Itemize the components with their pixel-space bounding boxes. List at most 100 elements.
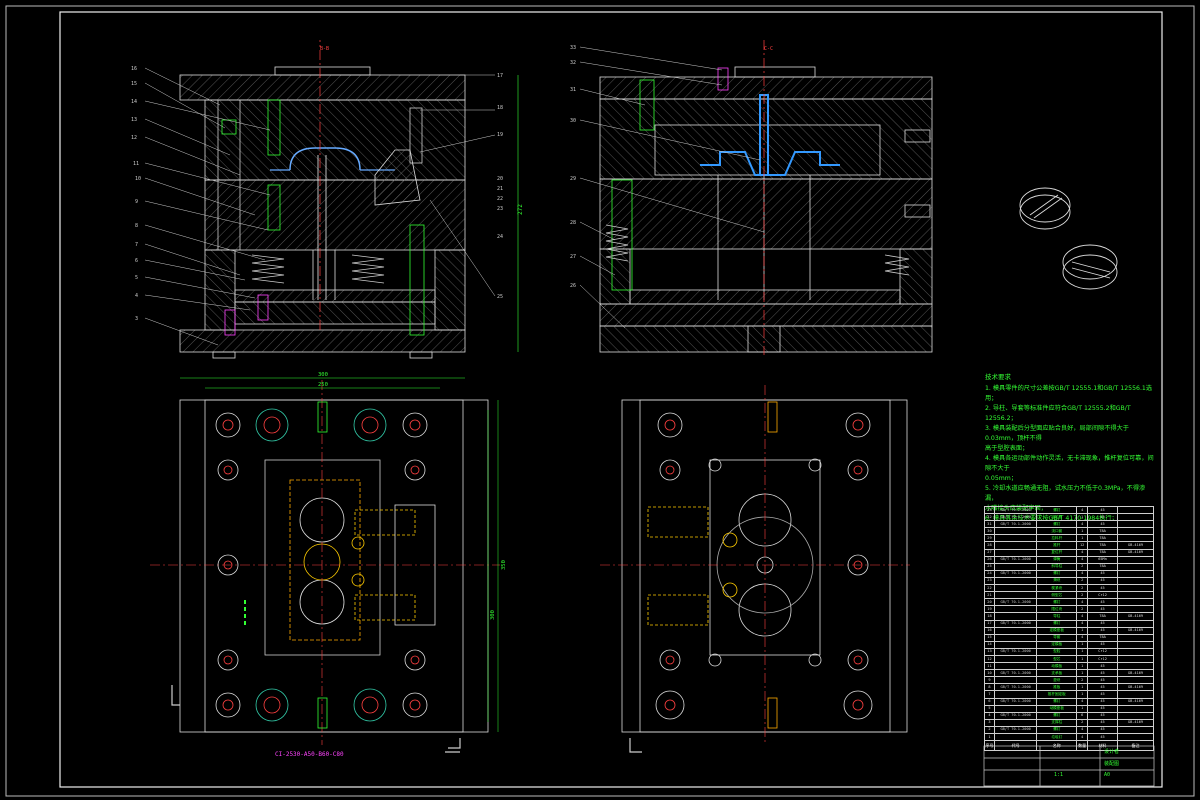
bom-cell: 4 bbox=[1076, 569, 1089, 578]
bom-cell: 1 bbox=[984, 732, 995, 742]
bom-cell bbox=[993, 548, 1038, 557]
bom-cell: GB-4169 bbox=[1117, 669, 1154, 678]
bom-cell: GB/T 70.1-2000 bbox=[993, 555, 1038, 564]
bom-cell: 11 bbox=[984, 662, 995, 671]
right-callout-numbers: 17 18 19 20 21 22 23 24 25 bbox=[497, 73, 503, 300]
bom-cell: 楔紧块 bbox=[1036, 584, 1078, 593]
designer-label: 设计者 bbox=[1104, 749, 1120, 755]
bom-cell: 20 bbox=[984, 598, 995, 607]
bom-cell bbox=[1117, 704, 1154, 713]
bom-cell: 滑块 bbox=[1036, 576, 1078, 586]
bom-cell bbox=[1117, 584, 1154, 593]
bom-cell: 7 bbox=[984, 690, 995, 699]
plan-view-left bbox=[150, 377, 500, 745]
bom-cell: 动模座板 bbox=[1036, 704, 1078, 713]
bom-cell: GB/T 70.1-2000 bbox=[993, 520, 1038, 529]
dim-side: 350 bbox=[501, 560, 507, 570]
bom-cell: 螺钉 bbox=[1036, 619, 1078, 628]
bom-cell: 2 bbox=[1076, 562, 1089, 571]
bom-cell: 45 bbox=[1087, 732, 1119, 742]
bom-cell bbox=[1117, 555, 1154, 564]
bom-cell bbox=[1117, 591, 1154, 600]
svg-text:11: 11 bbox=[133, 161, 139, 167]
bom-cell: 5 bbox=[984, 704, 995, 713]
bom-cell: 45 bbox=[1087, 725, 1119, 735]
note-item: 4. 模具各运动部件动作灵活，无卡滞现象，推杆复位可靠，间隙不大于 bbox=[985, 455, 1154, 472]
bom-cell bbox=[1117, 576, 1154, 586]
svg-text:3: 3 bbox=[135, 316, 138, 322]
dim-main-width: 300 bbox=[318, 372, 328, 378]
bom-cell: 45 bbox=[1087, 704, 1119, 713]
bom-cell bbox=[993, 612, 1038, 621]
bom-cell: 斜导柱 bbox=[1036, 562, 1078, 571]
bom-cell: T8A bbox=[1087, 548, 1119, 557]
bom-cell: 45 bbox=[1087, 619, 1119, 628]
bom-cell: 65Mn bbox=[1087, 555, 1119, 564]
bom-cell: 4 bbox=[1076, 697, 1089, 706]
bom-cell: GB/T 70.1-2000 bbox=[993, 647, 1038, 656]
bom-cell: GB/T 70.1-2000 bbox=[993, 569, 1038, 578]
bom-cell: 17 bbox=[984, 619, 995, 628]
bom-cell: 弹簧 bbox=[1036, 555, 1078, 564]
bom-cell: 9 bbox=[984, 676, 995, 685]
bom-cell bbox=[1117, 690, 1154, 699]
bom-cell: 45 bbox=[1087, 626, 1119, 635]
svg-text:13: 13 bbox=[131, 117, 137, 123]
bom-cell: GB-4169 bbox=[1117, 683, 1154, 692]
bom-cell: 45 bbox=[1087, 569, 1119, 578]
notes-title: 技术要求 bbox=[985, 373, 1011, 381]
bom-cell: 1 bbox=[1076, 669, 1089, 678]
plan-view-right bbox=[600, 385, 910, 745]
technical-notes: 技术要求 1. 模具零件的尺寸公差按GB/T 12555.1和GB/T 1255… bbox=[985, 372, 1155, 524]
bom-cell: 1 bbox=[1076, 626, 1089, 635]
bom-cell: 拉料杆 bbox=[1036, 534, 1078, 543]
bom-cell bbox=[1117, 654, 1154, 664]
sheet-size: A0 bbox=[1104, 772, 1111, 778]
bom-cell: 23 bbox=[984, 576, 995, 586]
bom-cell: 1 bbox=[1076, 654, 1089, 664]
bom-cell: 导套 bbox=[1036, 633, 1078, 642]
bom-cell: 2 bbox=[984, 725, 995, 735]
svg-text:15: 15 bbox=[131, 81, 137, 87]
bom-cell: 螺钉 bbox=[1036, 505, 1078, 515]
note-item: 3. 模具装配后分型面应贴合良好，局部间隙不得大于0.03mm，顶杆不得 bbox=[985, 425, 1129, 442]
svg-text:14: 14 bbox=[131, 99, 137, 105]
bom-cell: GB-4169 bbox=[1117, 612, 1154, 621]
bom-cell bbox=[1117, 619, 1154, 628]
bom-cell: 26 bbox=[984, 555, 995, 564]
bom-cell: 31 bbox=[984, 520, 995, 529]
bom-cell bbox=[993, 605, 1038, 614]
bom-cell: 1 bbox=[1076, 527, 1089, 536]
bom-cell: 15 bbox=[984, 633, 995, 642]
svg-text:19: 19 bbox=[497, 132, 503, 138]
bom-cell: 4 bbox=[1076, 505, 1089, 515]
bom-cell bbox=[993, 626, 1038, 635]
bom-cell: 侧型芯 bbox=[1036, 591, 1078, 600]
bom-cell bbox=[1117, 725, 1154, 735]
bom-cell: 4 bbox=[984, 711, 995, 720]
bom-cell: 45 bbox=[1087, 513, 1119, 522]
bom-cell bbox=[1117, 662, 1154, 671]
note-item: 1. 模具零件的尺寸公差按GB/T 12555.1和GB/T 12556.1选用… bbox=[985, 385, 1153, 402]
svg-text:31: 31 bbox=[570, 87, 576, 93]
left-callout-numbers: 16 15 14 13 12 11 10 9 8 7 6 5 4 3 bbox=[131, 66, 141, 322]
bom-cell: GB/T 70.1-2000 bbox=[993, 619, 1038, 628]
bom-cell bbox=[993, 534, 1038, 543]
bom-cell: 14 bbox=[984, 640, 995, 649]
bom-cell: 4 bbox=[1076, 732, 1089, 742]
dim-side-right: 300 bbox=[490, 610, 496, 620]
